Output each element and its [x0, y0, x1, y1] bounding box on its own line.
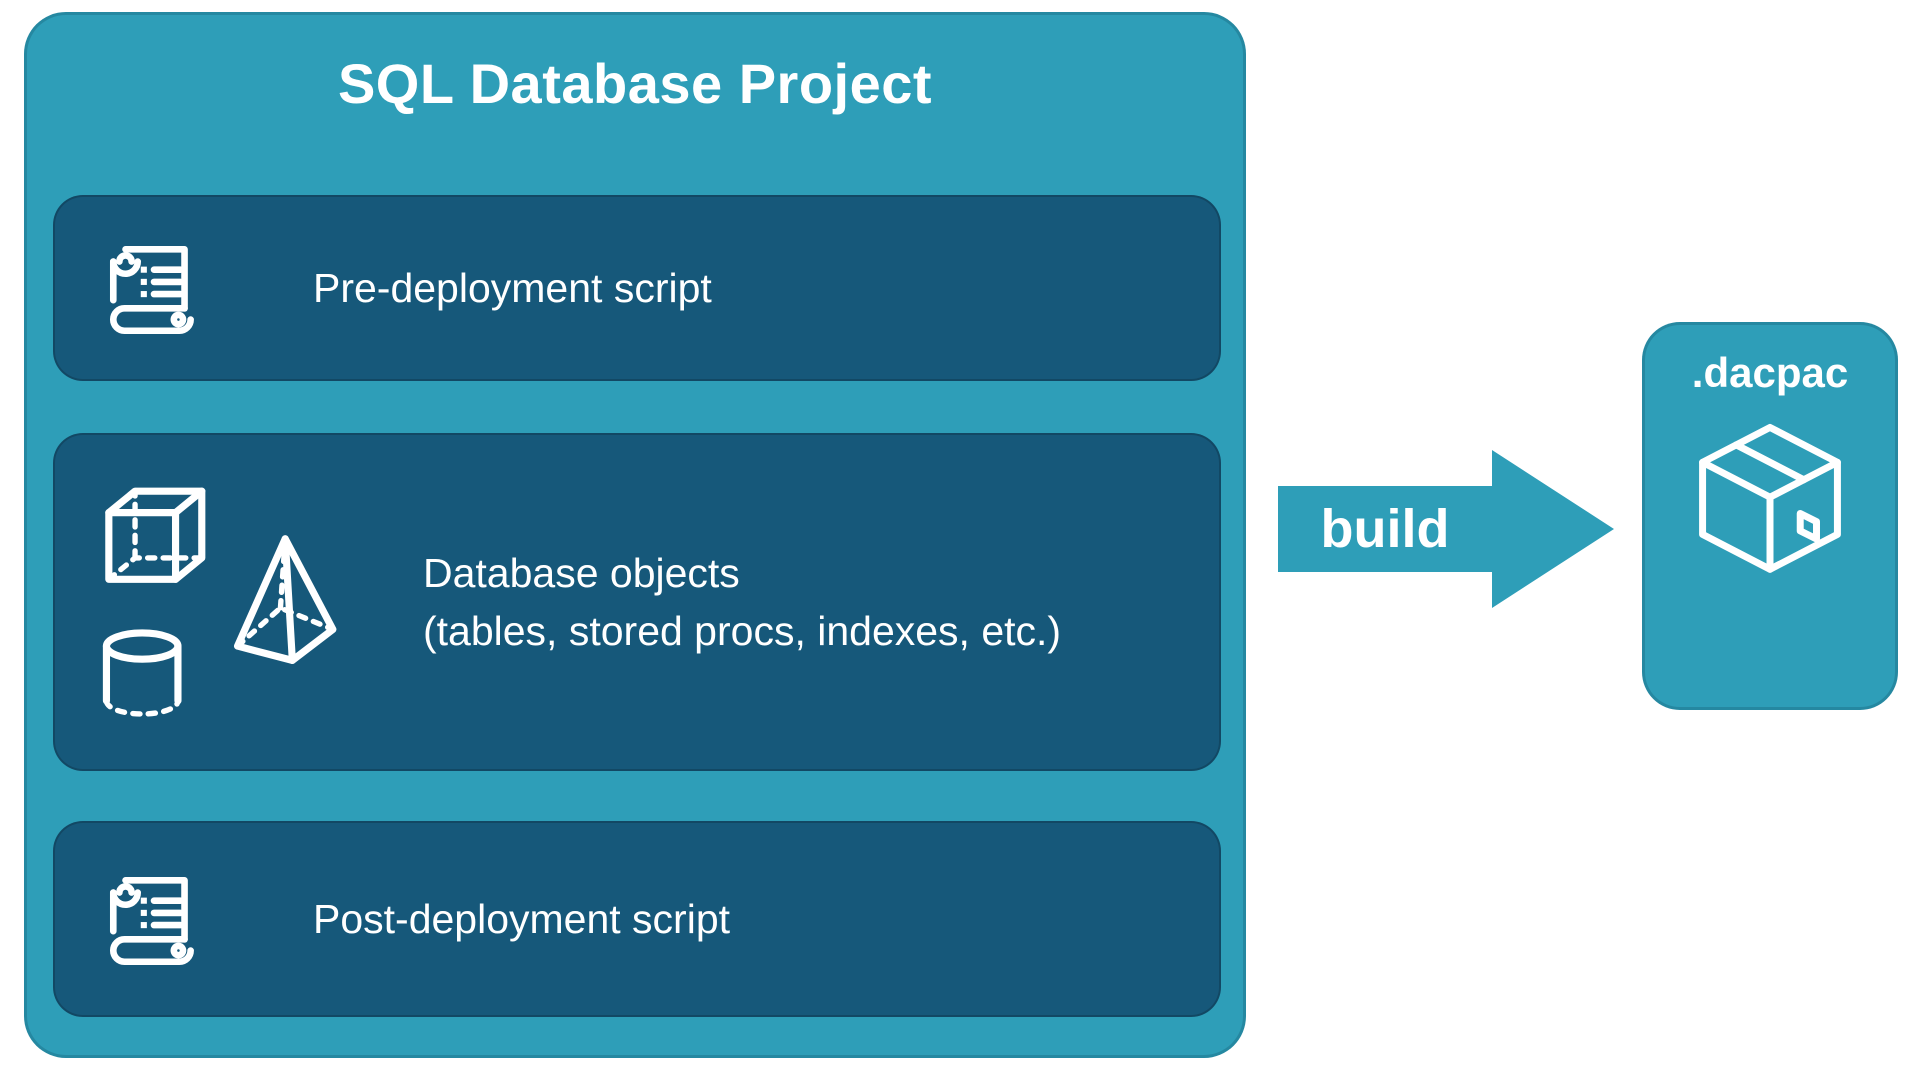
- post-deployment-script-box: Post-deployment script: [53, 821, 1221, 1017]
- pre-deployment-script-label: Pre-deployment script: [313, 264, 712, 311]
- post-deployment-script-label: Post-deployment script: [313, 895, 731, 942]
- package-box-icon: [1677, 415, 1863, 591]
- database-objects-box: Database objects (tables, stored procs, …: [53, 433, 1221, 771]
- build-arrow-label: build: [1320, 499, 1450, 559]
- pre-deployment-script-box: Pre-deployment script: [53, 195, 1221, 381]
- dacpac-label: .dacpac: [1691, 349, 1849, 396]
- database-objects-label-line2: (tables, stored procs, indexes, etc.): [423, 608, 1062, 654]
- database-objects-icons: [85, 464, 371, 740]
- database-objects-label: Database objects (tables, stored procs, …: [423, 544, 1061, 660]
- arrow-right-icon: [1278, 450, 1614, 608]
- project-title: SQL Database Project: [337, 52, 933, 115]
- scroll-icon: [97, 862, 211, 976]
- database-objects-label-line1: Database objects: [423, 549, 740, 596]
- scroll-icon: [97, 231, 211, 345]
- dacpac-box: .dacpac: [1642, 322, 1898, 710]
- build-arrow: build: [1278, 448, 1616, 610]
- sql-database-project-box: SQL Database Project: [24, 12, 1246, 1058]
